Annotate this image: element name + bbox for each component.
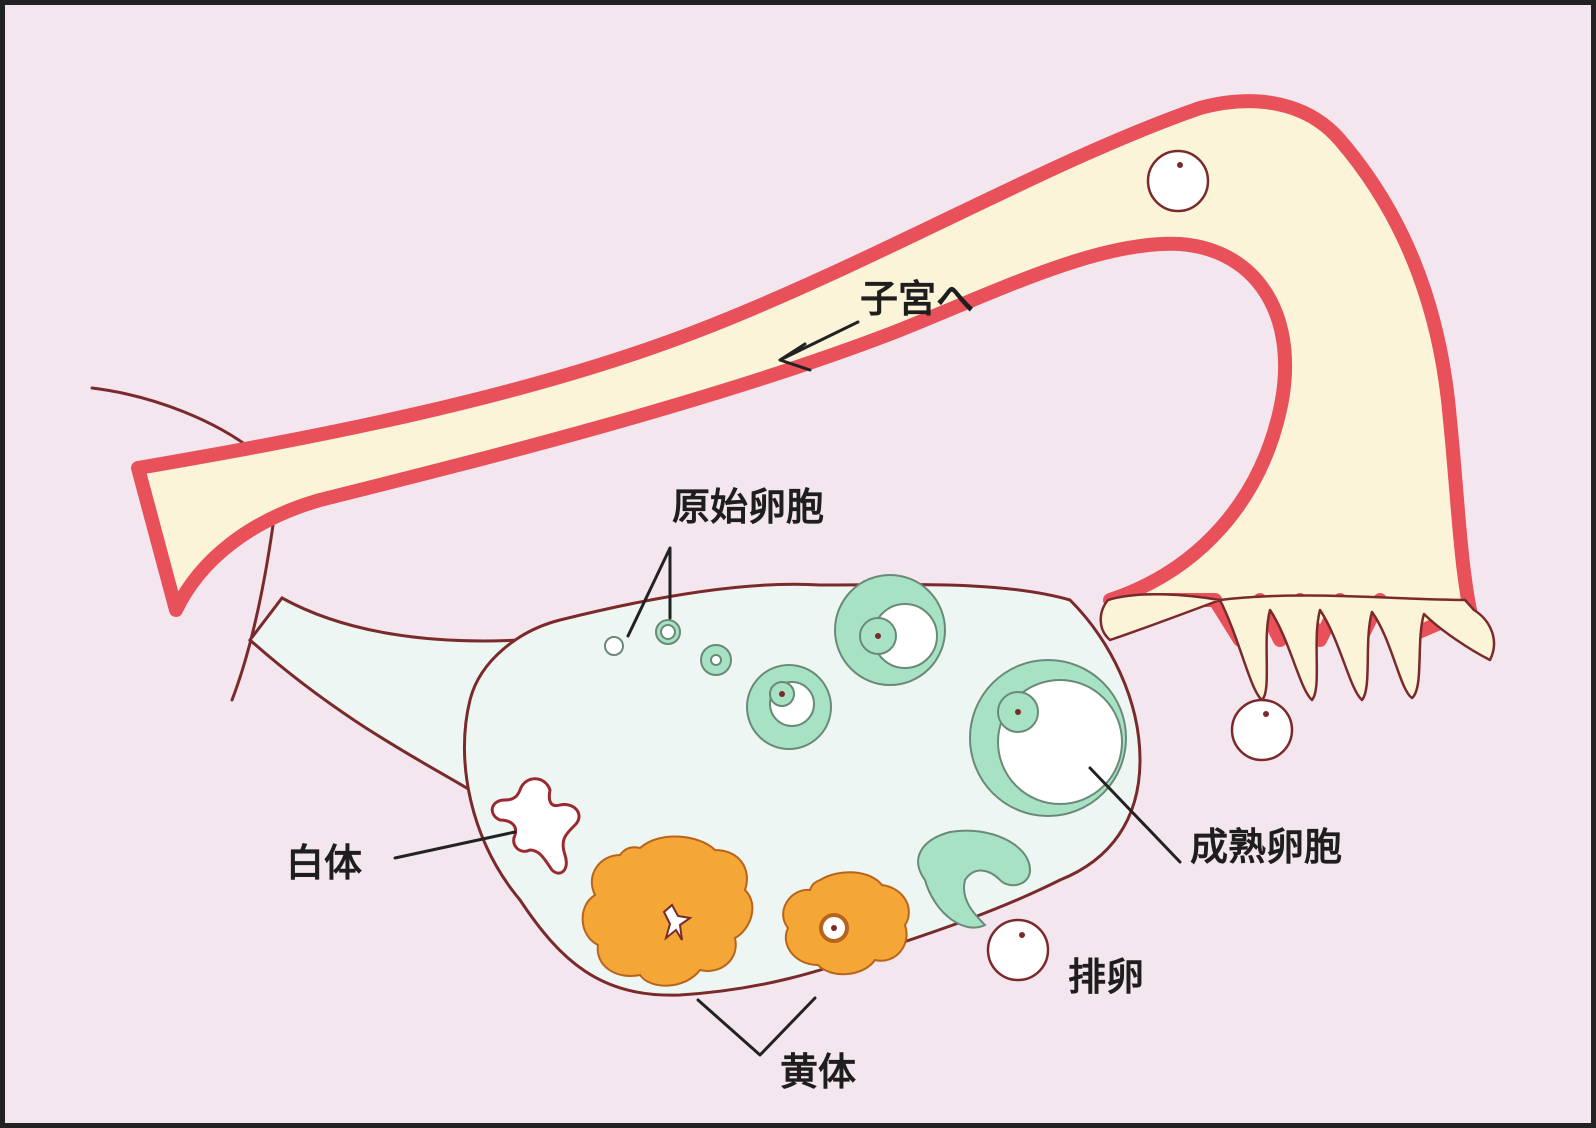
- label-primordial-follicle: 原始卵胞: [672, 485, 824, 529]
- primordial-follicle-3: [700, 644, 732, 676]
- leader-mature-follicle: [1088, 766, 1182, 864]
- leader-corpus-luteum: [696, 996, 817, 1057]
- growing-follicle-medium: [834, 574, 946, 686]
- corpus-luteum-small-core: [819, 913, 849, 943]
- primordial-follicle-2: [655, 619, 681, 645]
- ovulated-egg: [986, 918, 1050, 982]
- egg-in-tube: [1146, 149, 1210, 213]
- label-corpus-luteum: 黄体: [780, 1050, 856, 1094]
- label-corpus-albicans: 白体: [286, 841, 362, 885]
- mature-follicle: [969, 659, 1127, 817]
- arrow-to-uterus: [778, 320, 860, 372]
- primordial-follicle-1: [604, 636, 624, 656]
- ruptured-follicle: [917, 829, 1032, 929]
- label-ovulation: 排卵: [1068, 955, 1144, 999]
- corpus-luteum-large-core: [662, 903, 693, 941]
- label-mature-follicle: 成熟卵胞: [1190, 825, 1342, 869]
- label-to-uterus: 子宮へ: [860, 277, 974, 321]
- fimbriae: [1099, 593, 1496, 702]
- leader-corpus-albicans: [393, 830, 517, 860]
- egg-near-fimbriae: [1230, 698, 1294, 762]
- growing-follicle-small: [746, 664, 832, 750]
- leader-primordial-follicle: [626, 546, 672, 638]
- corpus-albicans: [490, 777, 581, 875]
